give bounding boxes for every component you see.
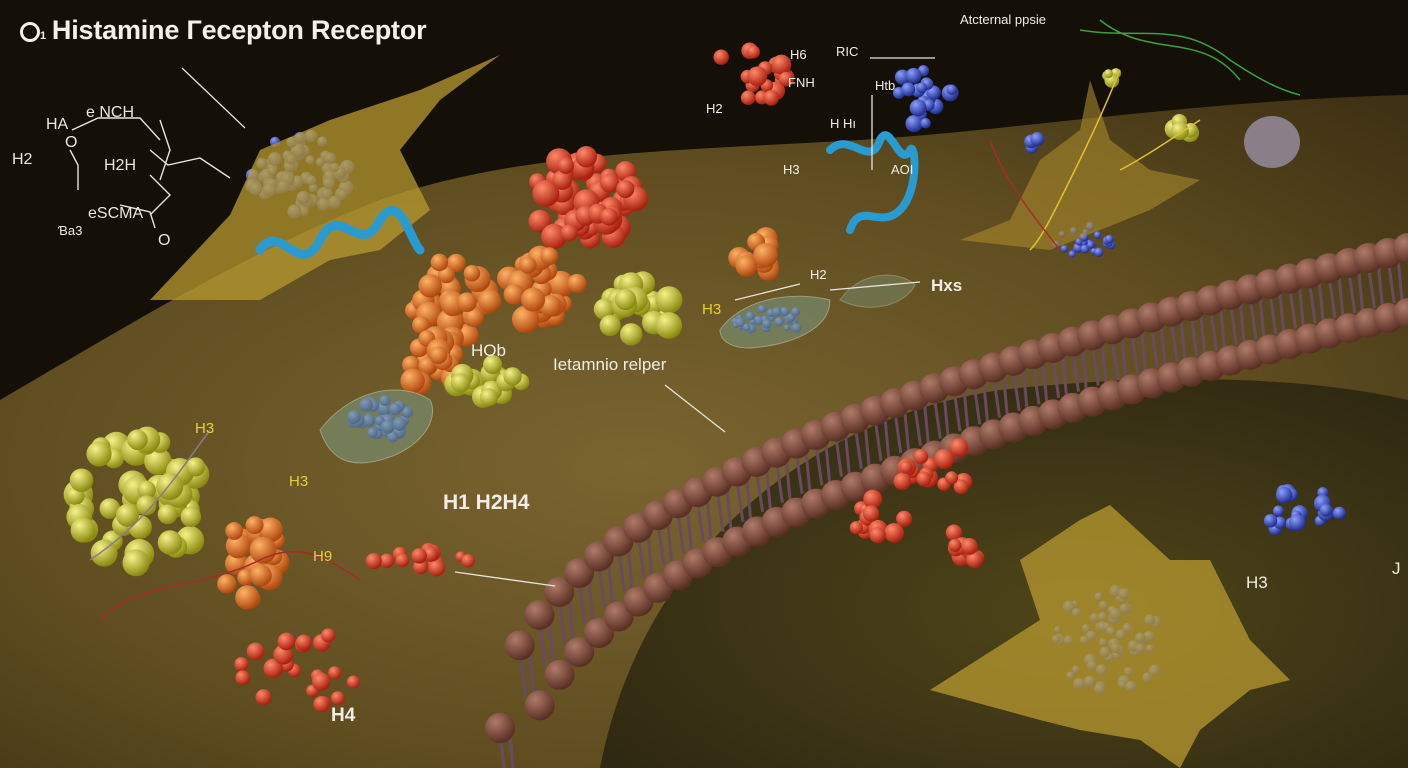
cluster-red-lower [849, 489, 913, 544]
chem-o1: O [65, 134, 78, 151]
membrane-lipid-pair [1175, 291, 1226, 382]
chem-ha: HA [46, 116, 69, 133]
membrane-lipid-pair [544, 577, 595, 668]
gray-organelle [1244, 116, 1300, 168]
cluster-orange-left [217, 516, 290, 610]
label-h3-left: H3 [195, 420, 215, 437]
label-h3-mid: H3 [783, 162, 800, 177]
membrane-lipid-pair [662, 488, 713, 579]
label-receptor-note: Ietamnio relper [553, 355, 667, 374]
cluster-orange-2 [496, 245, 587, 333]
label-hxs: Hxs [931, 276, 963, 295]
page-title: 1 Histamine Гecepton Receptor [20, 15, 427, 45]
label-htb: Htb [875, 78, 896, 93]
membrane-lipid-pair [1057, 326, 1108, 417]
cluster-yellow-right [1164, 113, 1200, 143]
cluster-yellow-left [63, 426, 210, 577]
vesicle-center [719, 295, 831, 349]
title-prefix-subscript: 1 [40, 30, 46, 42]
title-text: Histamine Гecepton Receptor [51, 15, 427, 45]
cluster-red-center [528, 146, 649, 250]
membrane-lipid-pair [504, 630, 555, 721]
cluster-yellow-top [1102, 68, 1122, 88]
star-cell-left [150, 55, 500, 300]
chemical-structure-bonds [69, 117, 231, 229]
membrane-lipid-pair [1393, 233, 1408, 267]
chem-scma: eSCMA [88, 205, 144, 222]
leader-lines [181, 57, 935, 587]
chem-ba3: Ɓa3 [58, 223, 83, 238]
label-h3-right: H3 [1246, 573, 1268, 592]
label-h3-left2: H3 [289, 473, 309, 490]
label-h4: H4 [331, 705, 356, 726]
label-right-edge: J [1392, 559, 1401, 578]
label-h2-top: H2 [706, 101, 723, 116]
label-h3-yellow-center: H3 [702, 301, 722, 318]
label-h9: H9 [313, 548, 333, 565]
membrane-lipid-pair [485, 713, 515, 768]
cluster-blue-top [892, 65, 959, 133]
label-rc: RIC [836, 44, 859, 59]
helix-left [255, 206, 425, 259]
star-cell-top-right [960, 80, 1200, 250]
star-cell-right [930, 505, 1290, 768]
cluster-red-lower-2 [945, 524, 985, 569]
membrane-lipid-pair [524, 599, 575, 690]
cluster-red-chain [365, 542, 475, 577]
chem-o2: O [158, 232, 171, 249]
cluster-red-membrane [893, 438, 973, 495]
fibers [89, 19, 1301, 621]
label-fnh: FNH [788, 75, 815, 90]
chem-nch: e NCH [86, 104, 135, 121]
cluster-red-bottom-left [234, 628, 360, 713]
chem-h2h: H2H [104, 157, 137, 174]
title-circle-icon [20, 22, 40, 42]
cluster-red-top [713, 42, 795, 106]
cluster-blue-right [1263, 484, 1346, 536]
label-top-right-note: Atcternal ppsie [960, 12, 1046, 27]
chem-h2: H2 [12, 151, 33, 168]
vesicle-left [319, 389, 433, 464]
cluster-orange-4 [728, 227, 780, 281]
helix-top [826, 131, 919, 234]
label-hh: H Hı [830, 116, 856, 131]
membrane-lipid-pair [563, 557, 614, 648]
label-h1h2h4: H1 H2H4 [443, 491, 530, 514]
label-aoi: AOI [891, 162, 914, 177]
label-h2-center: H2 [810, 267, 827, 282]
label-hob: HOb [471, 341, 506, 360]
cluster-lavender [1024, 132, 1045, 154]
cluster-yellow-mid [444, 355, 530, 409]
vesicle-top [839, 274, 916, 308]
label-h6: H6 [790, 47, 807, 62]
cluster-yellow-center [593, 271, 683, 346]
